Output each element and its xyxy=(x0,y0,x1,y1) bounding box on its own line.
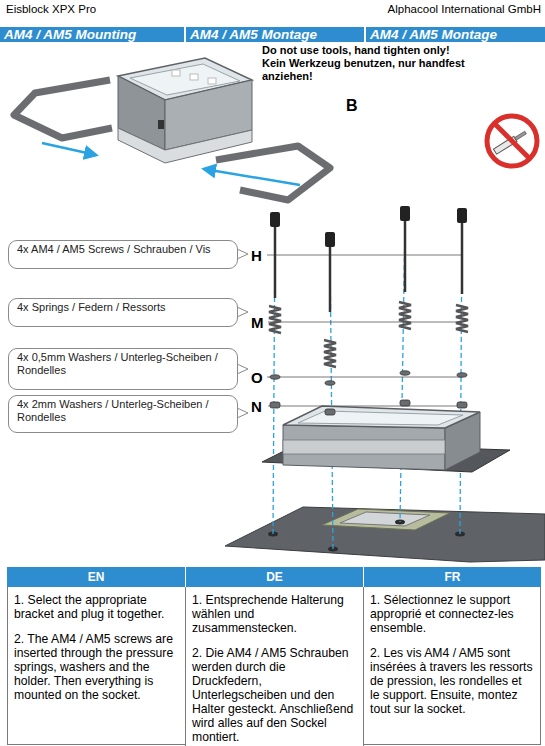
led xyxy=(190,74,198,80)
language-header: DE xyxy=(186,567,363,587)
language-header: FR xyxy=(364,567,541,587)
cooler-port xyxy=(158,120,164,129)
cooler-window xyxy=(298,411,463,425)
direction-arrow xyxy=(204,169,300,185)
instruction-cell: 1. Entsprechende Halterung wählen und zu… xyxy=(185,587,364,746)
led xyxy=(208,78,216,84)
part-callout: 4x 0,5mm Washers / Unterleg-Scheiben / R… xyxy=(8,348,238,390)
section-band: AM4 / AM5 Montage xyxy=(366,27,545,42)
part-callout: 4x 2mm Washers / Unterleg-Scheiben / Ron… xyxy=(8,395,238,433)
product-name: Eisblock XPX Pro xyxy=(6,3,226,16)
node-text: AM4 / AM5 Montage xyxy=(190,27,360,42)
node-text: AM4 / AM5 Mounting xyxy=(4,27,180,42)
node-text: 1. Entsprechende Halterung wählen und zu… xyxy=(192,593,357,635)
cooler-base xyxy=(283,440,445,454)
instruction-cell: 1. Sélectionnez le support approprié et … xyxy=(363,587,541,745)
cpu-socket xyxy=(322,509,450,530)
company-name: Alphacool International GmbH xyxy=(300,3,541,16)
part-callout: 4x Springs / Federn / Ressorts xyxy=(8,298,238,327)
section-band: AM4 / AM5 Montage xyxy=(186,27,364,42)
cpu xyxy=(340,512,430,526)
part-letter: O xyxy=(251,369,267,386)
part-letter: B xyxy=(346,97,366,115)
spring xyxy=(269,302,468,367)
cooler-top xyxy=(283,406,480,428)
node-text: 2. Die AM4 / AM5 Schrauben werden durch … xyxy=(192,646,357,744)
warning-note: Do not use tools, hand tighten only! xyxy=(262,44,545,57)
leader-line xyxy=(267,255,462,406)
node-text: 2. The AM4 / AM5 screws are inserted thr… xyxy=(14,632,179,702)
led xyxy=(172,70,180,76)
node-text: 1. Sélectionnez le support approprié et … xyxy=(370,593,534,635)
cooler-front xyxy=(283,425,445,470)
node-text: EN xyxy=(7,567,185,587)
node-text: 4x 0,5mm Washers / Unterleg-Scheiben / R… xyxy=(17,351,229,377)
section-band: AM4 / AM5 Mounting xyxy=(0,27,184,42)
part-letter: N xyxy=(251,398,267,415)
washer xyxy=(270,371,467,415)
part-letter: M xyxy=(251,314,267,331)
guide-line xyxy=(273,225,462,549)
part-letter: H xyxy=(251,247,267,264)
warning-note: Kein Werkzeug benutzen, nur handfest anz… xyxy=(262,57,512,82)
instruction-cell: 1. Select the appropriate bracket and pl… xyxy=(7,587,186,745)
node-text: 1. Select the appropriate bracket and pl… xyxy=(14,593,179,621)
language-header: EN xyxy=(7,567,185,587)
direction-arrow xyxy=(42,143,96,155)
node-text: 4x AM4 / AM5 Screws / Schrauben / Vis xyxy=(17,243,229,256)
node-text: 4x Springs / Federn / Ressorts xyxy=(17,301,229,314)
node-text: FR xyxy=(364,567,541,587)
part-callout: 4x AM4 / AM5 Screws / Schrauben / Vis xyxy=(8,240,238,269)
node-text: AM4 / AM5 Montage xyxy=(370,27,541,42)
node-text: DE xyxy=(186,567,363,587)
screw xyxy=(270,206,467,312)
no-tools-icon xyxy=(487,116,537,166)
node-text: 2. Les vis AM4 / AM5 sont insérées à tra… xyxy=(370,646,534,716)
callout-tail xyxy=(237,249,248,418)
bracket-half xyxy=(14,80,112,138)
node-text: 4x 2mm Washers / Unterleg-Scheiben / Ron… xyxy=(17,398,229,424)
